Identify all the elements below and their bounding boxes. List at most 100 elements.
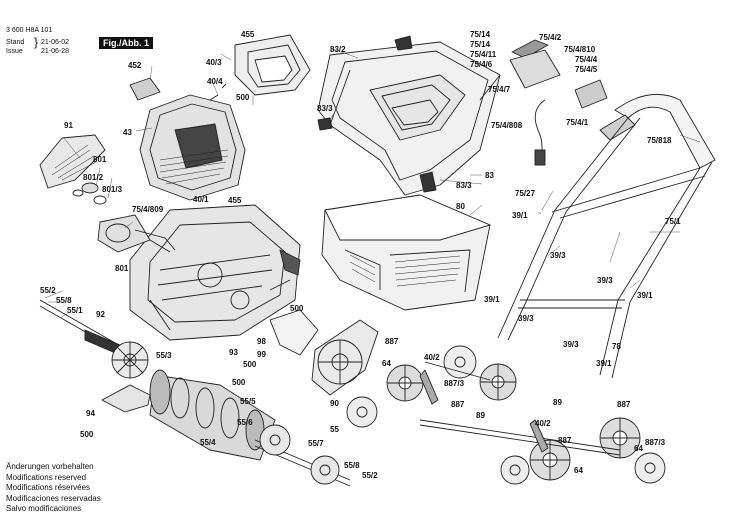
height-lever	[419, 369, 439, 405]
height-lever-front	[529, 419, 549, 453]
callout-43: 43	[123, 128, 132, 137]
callout-39-1-b: 39/1	[637, 291, 653, 300]
motor-assembly	[72, 182, 176, 253]
callout-83-3-right: 83/3	[456, 181, 472, 190]
callout-55: 55	[330, 425, 339, 434]
callout-887-b: 887	[451, 400, 465, 409]
issue-label: Issue	[6, 48, 23, 55]
switch-box	[509, 39, 608, 166]
note-es-alt: Salvo modificaciones	[6, 504, 82, 513]
callout-75-1: 75/1	[665, 217, 681, 226]
pulley	[111, 341, 149, 379]
callout-500-low: 500	[243, 360, 257, 369]
callout-55-8-top: 55/8	[56, 296, 72, 305]
callout-98: 98	[257, 337, 266, 346]
callout-75-4-1: 75/4/1	[566, 118, 589, 127]
callout-55-7: 55/7	[308, 439, 324, 448]
modification-notes: Änderungen vorbehalten Modifications res…	[6, 462, 101, 515]
callout-75-27: 75/27	[515, 189, 536, 198]
note-fr: Modifications réservées	[6, 483, 91, 492]
callout-887-3-b: 887/3	[645, 438, 666, 447]
note-en: Modifications reserved	[6, 472, 87, 482]
part-number: 3 600 H8A 101	[6, 27, 53, 34]
callout-39-3-c: 39/3	[518, 314, 534, 323]
callout-40-1: 40/1	[193, 195, 209, 204]
issue-date: 21-06-28	[41, 48, 70, 55]
callout-887-c: 887	[617, 400, 631, 409]
callout-92: 92	[96, 310, 105, 319]
callout-55-2-bottom: 55/2	[362, 471, 378, 480]
handle-frame	[497, 93, 716, 379]
callout-39-1-c: 39/1	[484, 295, 500, 304]
callout-452: 452	[128, 61, 142, 70]
callout-40-2-a: 40/2	[424, 353, 440, 362]
callout-55-6: 55/6	[237, 418, 253, 427]
callout-89-a: 89	[476, 411, 485, 420]
callout-75-4-5: 75/4/5	[575, 65, 598, 74]
callout-80: 80	[456, 202, 465, 211]
wheel-front-left	[346, 396, 378, 428]
mower-chassis	[129, 204, 301, 341]
callout-455-lid: 455	[241, 30, 255, 39]
callout-64-b: 64	[574, 466, 583, 475]
callout-455-side: 455	[228, 196, 242, 205]
callout-75-4-4: 75/4/4	[575, 55, 598, 64]
callout-40-4: 40/4	[207, 77, 223, 86]
callout-801-bottom: 801	[115, 264, 129, 273]
wheel-front-right-hub	[500, 455, 530, 485]
callout-500-bracket: 500	[232, 378, 246, 387]
stand-label: Stand	[6, 39, 25, 46]
callout-500-mid: 500	[290, 304, 304, 313]
grass-box-basket	[321, 194, 491, 311]
callout-75-4-809: 75/4/809	[132, 205, 164, 214]
note-de: Änderungen vorbehalten	[6, 462, 94, 471]
callout-75-14-b: 75/14	[470, 40, 491, 49]
motor-housing	[129, 34, 311, 201]
callout-75-4-810: 75/4/810	[564, 45, 596, 54]
callout-64-a: 64	[382, 359, 391, 368]
callout-99: 99	[257, 350, 266, 359]
callout-40-3: 40/3	[206, 58, 222, 67]
wheel-rear-left	[386, 364, 424, 402]
callout-83: 83	[485, 171, 494, 180]
callout-75-4-7: 75/4/7	[488, 85, 511, 94]
callout-90: 90	[330, 399, 339, 408]
callout-801-top: 801	[93, 155, 107, 164]
side-cover	[311, 319, 379, 396]
callout-55-2-top: 55/2	[40, 286, 56, 295]
callout-75-4-808: 75/4/808	[491, 121, 523, 130]
callout-39-3-d: 39/3	[563, 340, 579, 349]
callout-55-3: 55/3	[156, 351, 172, 360]
callout-500-top: 500	[236, 93, 250, 102]
stand-date: 21-06-02	[41, 39, 70, 46]
callout-801-2: 801/2	[83, 173, 104, 182]
bracket	[101, 384, 151, 413]
axle	[419, 419, 621, 456]
callout-89-b: 89	[553, 398, 562, 407]
callout-887-3-a: 887/3	[444, 379, 465, 388]
callout-78: 78	[612, 342, 621, 351]
callout-91: 91	[64, 121, 73, 130]
callout-39-1-d: 39/1	[596, 359, 612, 368]
wheel-rear-right	[479, 363, 517, 401]
callout-75-4-11: 75/4/11	[470, 50, 497, 59]
callout-500-bottom: 500	[80, 430, 94, 439]
callout-75-14-a: 75/14	[470, 30, 491, 39]
mounting-plate	[269, 309, 319, 356]
wheel-rear-left-hub	[443, 345, 477, 379]
grass-box-lid	[317, 35, 501, 196]
callout-labels: 455 40/3 40/4 500 452 43 91 801 801/2 80…	[40, 30, 681, 480]
callout-75-4-2: 75/4/2	[539, 33, 562, 42]
callout-94: 94	[86, 409, 95, 418]
callout-75-4-6: 75/4/6	[470, 60, 493, 69]
note-es: Modificaciones reservadas	[6, 493, 101, 503]
callout-83-2: 83/2	[330, 45, 346, 54]
callout-887-d: 887	[558, 436, 572, 445]
callout-801-3: 801/3	[102, 185, 123, 194]
callout-55-4: 55/4	[200, 438, 216, 447]
callout-39-1-a: 39/1	[512, 211, 528, 220]
callout-93: 93	[229, 348, 238, 357]
callout-39-3-a: 39/3	[550, 251, 566, 260]
callout-75-818: 75/818	[647, 136, 672, 145]
